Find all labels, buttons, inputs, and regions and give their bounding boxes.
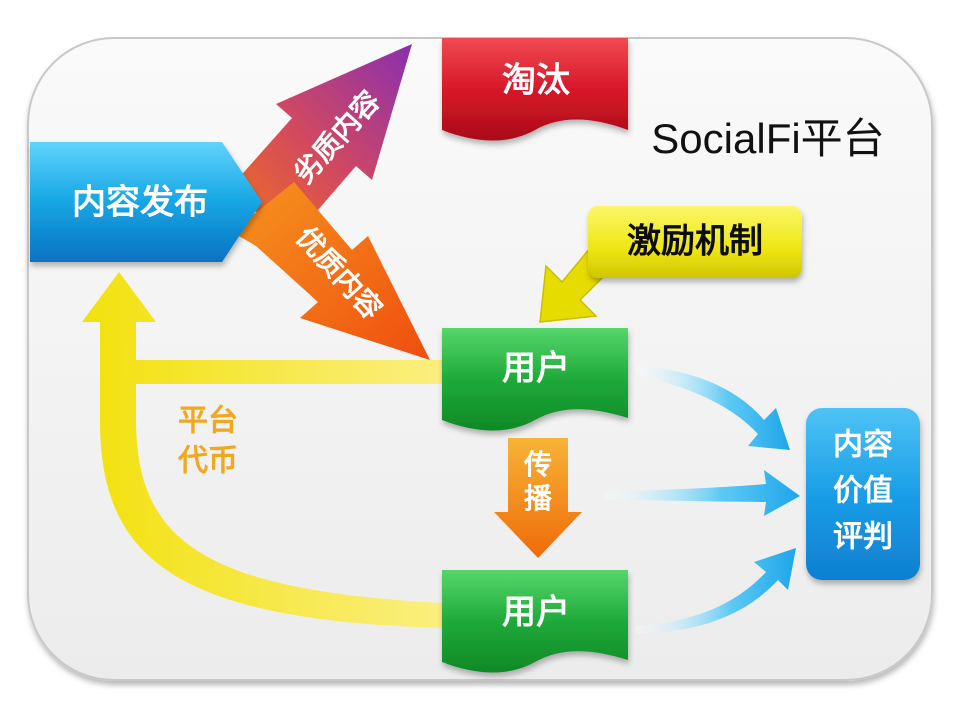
- value-label-3: 评判: [833, 520, 893, 555]
- incentive-node: 激励机制: [588, 206, 802, 278]
- token-label-1: 平台: [178, 404, 238, 439]
- eliminate-node: 淘汰: [442, 38, 628, 141]
- spread-arrow: 传 播: [494, 438, 582, 558]
- flow-arrow-bottom: [636, 548, 796, 634]
- spread-label-1: 传: [523, 448, 552, 481]
- value-label-2: 价值: [833, 474, 893, 509]
- token-label-2: 代币: [177, 444, 238, 479]
- low-quality-arrow: 劣质内容: [228, 44, 412, 240]
- user-bottom-label: 用户: [502, 593, 570, 633]
- user-node-top: 用户: [442, 328, 628, 431]
- user-top-label: 用户: [502, 349, 570, 389]
- token-arrow-body: [82, 272, 442, 628]
- eliminate-label: 淘汰: [502, 61, 570, 101]
- incentive-label: 激励机制: [627, 222, 763, 262]
- flow-arrow-top: [636, 366, 790, 450]
- flow-arrow-middle: [604, 470, 800, 516]
- content-publish-label: 内容发布: [72, 183, 208, 223]
- token-arrow: [82, 272, 442, 628]
- user-node-bottom: 用户: [442, 570, 628, 673]
- content-value-node: 内容 价值 评判: [806, 408, 920, 580]
- platform-title: SocialFi平台: [651, 115, 884, 162]
- content-publish-node: 内容发布: [30, 142, 262, 262]
- spread-label-2: 播: [524, 482, 553, 515]
- value-label-1: 内容: [833, 428, 893, 463]
